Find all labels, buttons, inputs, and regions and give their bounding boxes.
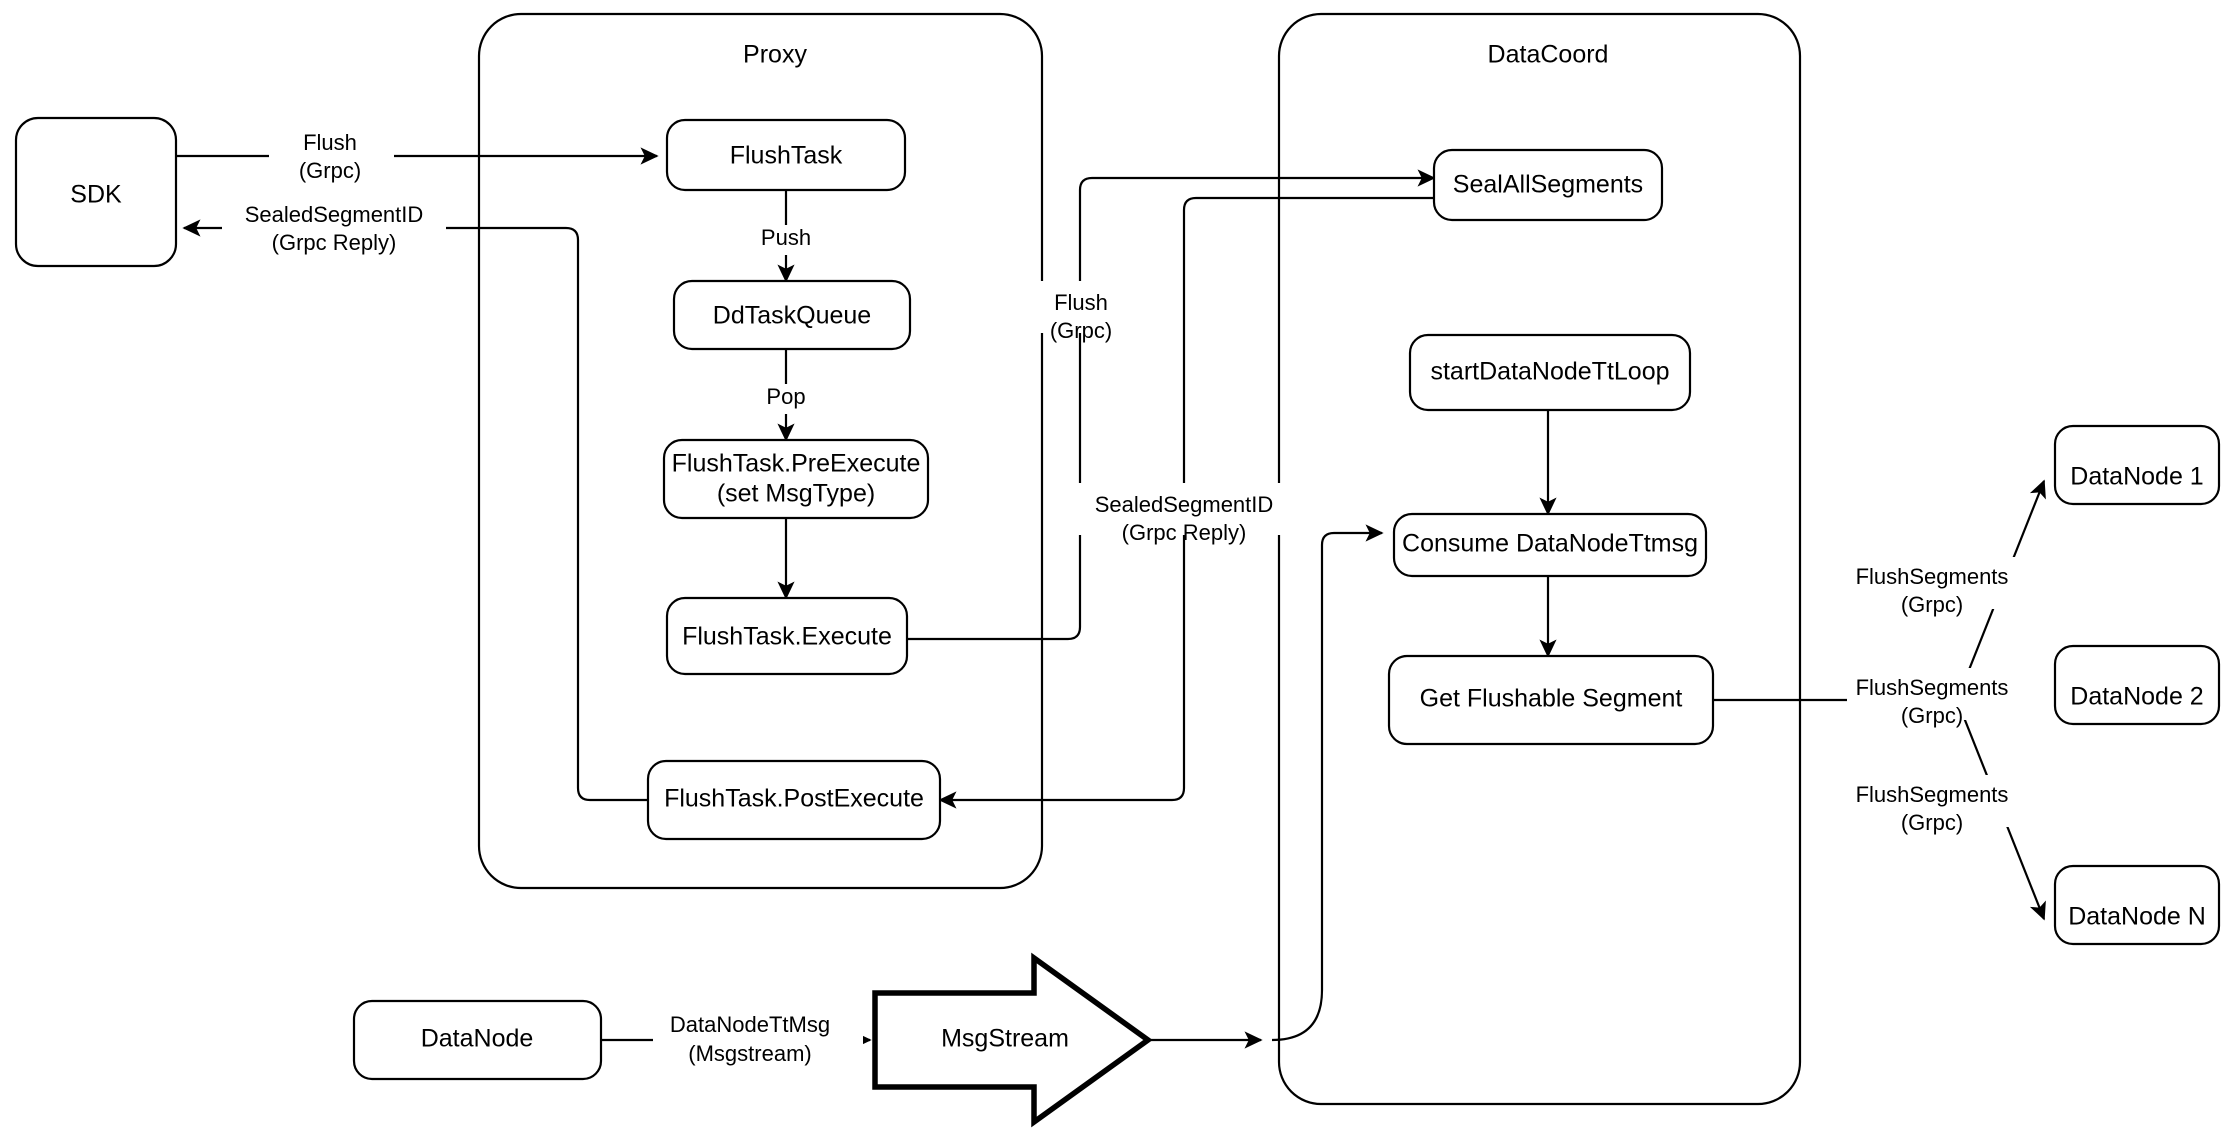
- node-msgstream-label: MsgStream: [941, 1025, 1069, 1053]
- edge-label-flushsegmentsn-line2: (Grpc): [1901, 810, 1963, 835]
- edge-label-flushsegments2-line1: FlushSegments: [1856, 675, 2009, 700]
- edge-label-datanodettmsg-line1: DataNodeTtMsg: [670, 1012, 830, 1037]
- edge-label-flushsegments-1: FlushSegments (Grpc): [1847, 557, 2049, 617]
- edge-label-coord-to-proxy: SealedSegmentID (Grpc Reply): [1070, 483, 1300, 545]
- edge-label-proxy-to-sdk: SealedSegmentID (Grpc Reply): [222, 202, 446, 256]
- node-flushtask-preexecute-label-2: (set MsgType): [717, 480, 875, 508]
- node-flushtask-postexecute-label: FlushTask.PostExecute: [664, 785, 924, 813]
- node-datanode2-label: DataNode 2: [2070, 683, 2203, 711]
- edge-label-pop: Pop: [755, 384, 817, 414]
- edge-execute-to-sealallsegments: [907, 169, 1436, 641]
- container-datacoord-label: DataCoord: [1488, 41, 1609, 69]
- edge-label-flush-coord-line1: Flush: [1054, 290, 1108, 315]
- node-datanode1-label: DataNode 1: [2070, 463, 2203, 491]
- node-flushtask-execute-label: FlushTask.Execute: [682, 623, 892, 651]
- edge-label-flushsegments2-line2: (Grpc): [1901, 703, 1963, 728]
- edge-label-push-text: Push: [761, 225, 811, 250]
- edge-postexecute-to-sdk: [182, 219, 648, 802]
- edge-label-flushsegments1-line2: (Grpc): [1901, 592, 1963, 617]
- node-datanoden[interactable]: DataNode N: [2053, 864, 2221, 946]
- edge-label-flushsegmentsn-line1: FlushSegments: [1856, 782, 2009, 807]
- edge-label-sdk-to-proxy: Flush (Grpc): [269, 130, 394, 184]
- node-flushtask-label: FlushTask: [730, 142, 843, 170]
- container-proxy-label: Proxy: [743, 41, 807, 69]
- node-getflushablesegment[interactable]: Get Flushable Segment: [1387, 654, 1715, 746]
- edge-label-flushsegments-2: FlushSegments (Grpc): [1847, 668, 2049, 728]
- node-ddtaskqueue-label: DdTaskQueue: [713, 302, 871, 330]
- edge-datacoord-ingress-to-consume: [1271, 524, 1384, 1042]
- edge-label-push: Push: [750, 225, 822, 255]
- node-datanode1[interactable]: DataNode 1: [2053, 424, 2221, 506]
- node-flushtask-postexecute[interactable]: FlushTask.PostExecute: [646, 759, 942, 841]
- node-flushtask[interactable]: FlushTask: [665, 118, 907, 192]
- node-sdk-label: SDK: [70, 181, 122, 209]
- edge-label-flush-line2: (Grpc): [299, 158, 361, 183]
- node-sealallsegments-label: SealAllSegments: [1453, 171, 1643, 199]
- node-sealallsegments[interactable]: SealAllSegments: [1432, 148, 1664, 222]
- edge-label-sealedsegmentid-coord-line1: SealedSegmentID: [1095, 492, 1274, 517]
- node-flushtask-execute[interactable]: FlushTask.Execute: [665, 596, 909, 676]
- edge-label-datanode-ttmsg: DataNodeTtMsg (Msgstream): [653, 1012, 863, 1067]
- edge-label-datanodettmsg-line2: (Msgstream): [688, 1041, 811, 1066]
- node-flushtask-preexecute-label-1: FlushTask.PreExecute: [672, 450, 921, 478]
- node-startdatanodettloop-label: startDataNodeTtLoop: [1430, 358, 1669, 386]
- edge-label-pop-text: Pop: [766, 384, 805, 409]
- node-datanode-label: DataNode: [421, 1025, 534, 1053]
- edge-label-sealedsegmentid-coord-line2: (Grpc Reply): [1122, 520, 1247, 545]
- node-ddtaskqueue[interactable]: DdTaskQueue: [672, 279, 912, 351]
- edge-label-sealedsegmentid-line1: SealedSegmentID: [245, 202, 424, 227]
- node-consume-datanodettmsg-label: Consume DataNodeTtmsg: [1402, 530, 1698, 558]
- edge-label-flush-line1: Flush: [303, 130, 357, 155]
- node-consume-datanodettmsg[interactable]: Consume DataNodeTtmsg: [1392, 512, 1708, 578]
- node-flushtask-preexecute[interactable]: FlushTask.PreExecute (set MsgType): [662, 438, 930, 520]
- node-sdk[interactable]: SDK: [14, 116, 178, 268]
- edge-label-flush-coord-line2: (Grpc): [1050, 318, 1112, 343]
- node-datanode[interactable]: DataNode: [352, 999, 603, 1081]
- node-getflushablesegment-label: Get Flushable Segment: [1420, 685, 1683, 713]
- edge-label-proxy-to-coord: Flush (Grpc): [1021, 281, 1141, 343]
- edge-label-flushsegments1-line1: FlushSegments: [1856, 564, 2009, 589]
- node-datanoden-label: DataNode N: [2068, 903, 2206, 931]
- edge-label-flushsegments-n: FlushSegments (Grpc): [1847, 775, 2049, 835]
- node-datanode2[interactable]: DataNode 2: [2053, 644, 2221, 726]
- node-startdatanodettloop[interactable]: startDataNodeTtLoop: [1408, 333, 1692, 412]
- edge-label-sealedsegmentid-line2: (Grpc Reply): [272, 230, 397, 255]
- node-msgstream[interactable]: MsgStream: [872, 952, 1153, 1128]
